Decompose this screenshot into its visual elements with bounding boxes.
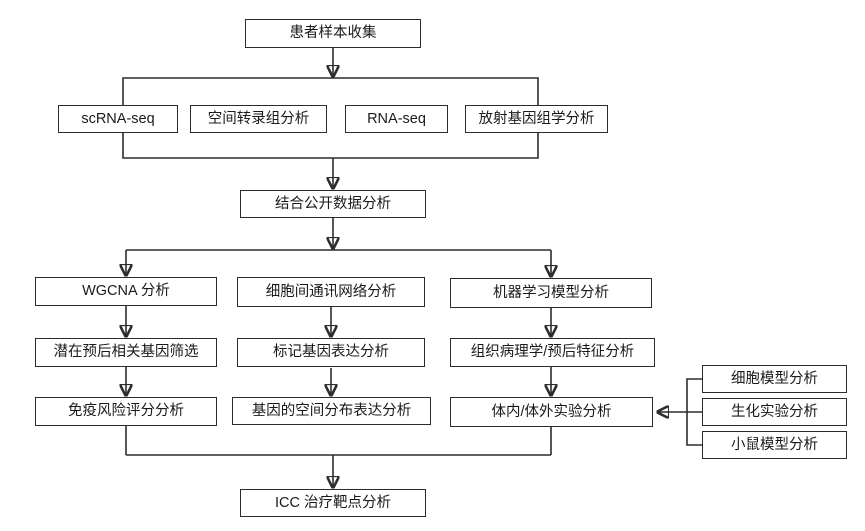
three-way-branch-line [126,249,551,276]
node-cell-model-analysis: 细胞模型分析 [702,365,847,393]
node-rna-seq: RNA-seq [345,105,448,133]
node-biochemical-experiment-analysis: 生化实验分析 [702,398,847,426]
node-machine-learning-model-analysis: 机器学习模型分析 [450,278,652,308]
experiment-bracket [658,378,702,446]
node-gene-spatial-distribution-expression-analysis: 基因的空间分布表达分析 [232,397,431,425]
node-radiogenomics-analysis: 放射基因组学分析 [465,105,608,133]
node-cell-communication-network-analysis: 细胞间通讯网络分析 [237,277,425,307]
merge-line-to-icc [125,426,552,487]
node-histopathology-prognostic-feature-analysis: 组织病理学/预后特征分析 [450,338,655,367]
node-combined-public-data-analysis: 结合公开数据分析 [240,190,426,218]
node-mouse-model-analysis: 小鼠模型分析 [702,431,847,459]
node-wgcna-analysis: WGCNA 分析 [35,277,217,306]
node-patient-sample-collection: 患者样本收集 [245,19,421,48]
node-immune-risk-score-analysis: 免疫风险评分分析 [35,397,217,426]
node-icc-therapy-target-analysis: ICC 治疗靶点分析 [240,489,426,517]
node-scrna-seq: scRNA-seq [58,105,178,133]
node-in-vivo-in-vitro-experiment-analysis: 体内/体外实验分析 [450,397,653,427]
node-spatial-transcriptome-analysis: 空间转录组分析 [190,105,327,133]
node-marker-gene-expression-analysis: 标记基因表达分析 [237,338,425,367]
node-prognostic-gene-screening: 潜在预后相关基因筛选 [35,338,217,367]
